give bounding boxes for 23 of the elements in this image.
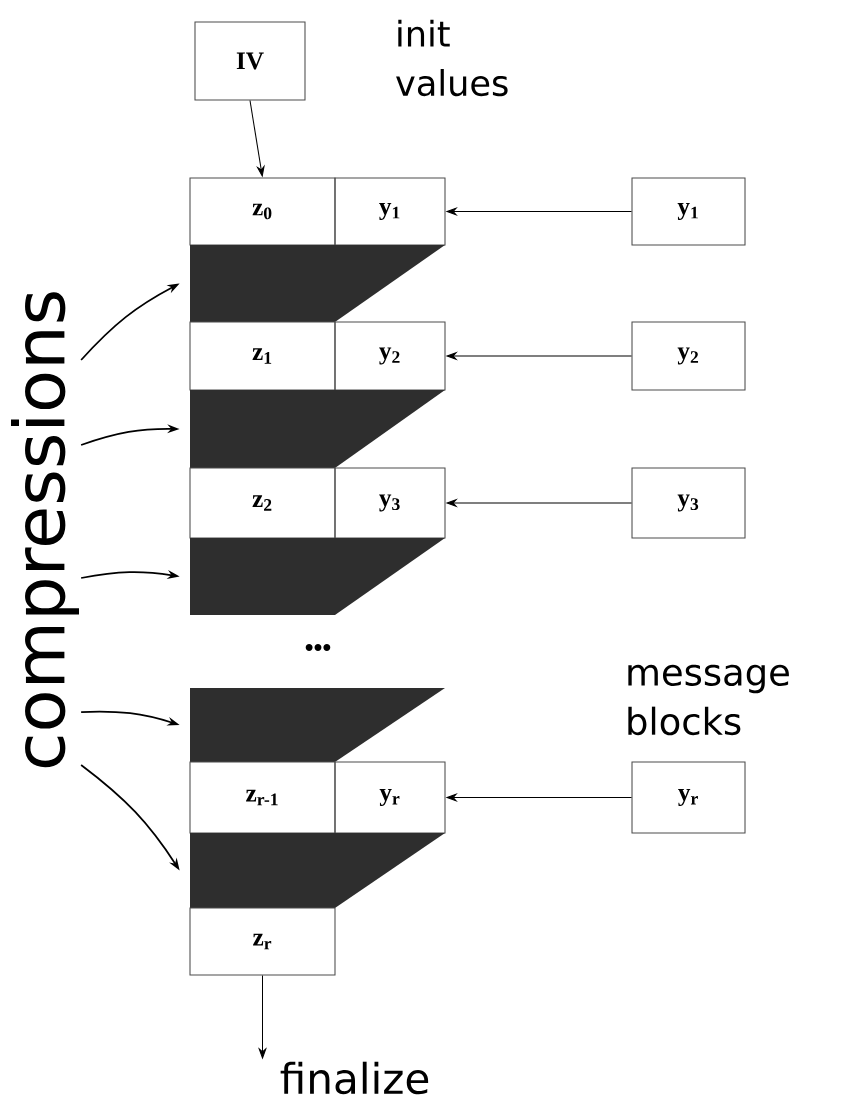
block-box: y$_{1}$ [631,177,746,246]
compression-block [190,390,445,468]
compression-block [190,833,445,908]
handwritten-label: compressions [11,292,79,768]
handwritten-label: init values [396,19,508,97]
block-box: z$_{r-1}$ [189,761,336,834]
block-box: z$_{1}$ [189,321,336,391]
compression-block [190,538,445,615]
compression-block [190,245,445,322]
handwritten-label: finalize [280,1061,429,1095]
block-box: z$_{r}$ [189,907,336,976]
block-box: IV [194,21,306,101]
block-box: z$_{2}$ [189,467,336,539]
block-box: y$_{2}$ [334,321,446,391]
block-box: y$_{r}$ [334,761,446,834]
compression-block [190,688,445,762]
block-box: y$_{3}$ [631,467,746,539]
block-box: y$_{r}$ [631,761,746,834]
ellipsis: ••• [305,644,331,651]
block-box: z$_{0}$ [189,177,336,246]
block-box: y$_{1}$ [334,177,446,246]
block-box: y$_{3}$ [334,467,446,539]
block-box: y$_{2}$ [631,321,746,391]
